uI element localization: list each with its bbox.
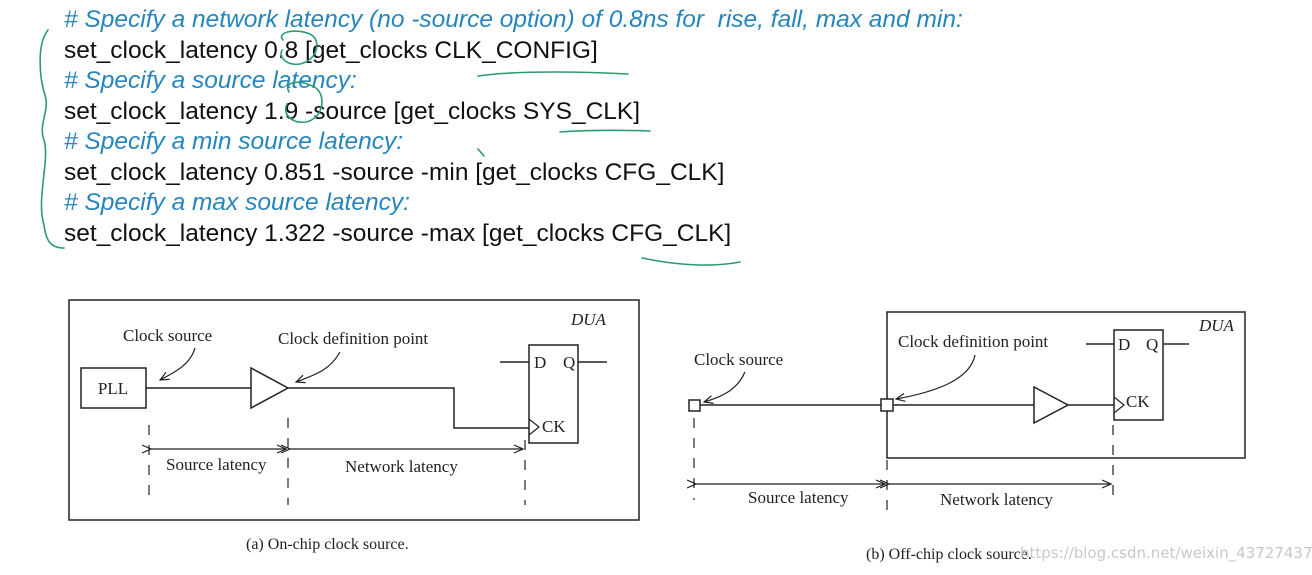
network-latency-label: Network latency bbox=[345, 457, 458, 476]
dua-label: DUA bbox=[1198, 316, 1235, 335]
ff-d-label: D bbox=[1118, 335, 1130, 354]
annotation-circle-1.9 bbox=[285, 81, 323, 124]
code-command-max-source-latency: set_clock_latency 1.322 -source -max [ge… bbox=[64, 220, 732, 247]
clock-source-port bbox=[688, 399, 701, 412]
ff-q-label: Q bbox=[1146, 335, 1158, 354]
code-comment-network-latency: # Specify a network latency (no -source … bbox=[64, 6, 963, 33]
annotation-tick bbox=[477, 148, 485, 157]
clock-buffer bbox=[1033, 385, 1070, 425]
code-comment-min-source-latency: # Specify a min source latency: bbox=[64, 128, 404, 155]
clock-definition-point-label: Clock definition point bbox=[898, 332, 1048, 351]
clock-definition-point-label: Clock definition point bbox=[278, 329, 428, 348]
dua-box bbox=[68, 299, 640, 521]
clock-source-label: Clock source bbox=[123, 326, 212, 345]
code-comment-max-source-latency: # Specify a max source latency: bbox=[64, 189, 410, 216]
code-command-source-latency: set_clock_latency 1.9 -source [get_clock… bbox=[64, 98, 641, 125]
annotation-circle-0.8 bbox=[280, 30, 318, 66]
ff-d-label: D bbox=[534, 353, 546, 372]
code-command-min-source-latency: set_clock_latency 0.851 -source -min [ge… bbox=[64, 159, 725, 186]
clock-source-label: Clock source bbox=[694, 350, 783, 369]
diagram-on-chip: DUA PLL Clock source Clock definition po… bbox=[68, 299, 640, 553]
source-latency-label: Source latency bbox=[748, 488, 849, 507]
ff-ck-label: CK bbox=[1126, 392, 1150, 411]
flip-flop bbox=[1113, 329, 1164, 421]
handwritten-annotations bbox=[39, 29, 741, 266]
clock-buffer bbox=[250, 366, 290, 410]
pll-label: PLL bbox=[98, 379, 128, 398]
source-latency-label: Source latency bbox=[166, 455, 267, 474]
watermark: https://blog.csdn.net/weixin_43727437 bbox=[1020, 544, 1312, 562]
diagram-off-chip: DUA Clock source Clock definition point … bbox=[688, 311, 1246, 563]
clock-definition-port bbox=[880, 398, 894, 412]
annotation-brace bbox=[39, 29, 65, 249]
code-command-network-latency: set_clock_latency 0.8 [get_clocks CLK_CO… bbox=[64, 37, 598, 64]
caption-b: (b) Off-chip clock source. bbox=[866, 546, 1032, 563]
ff-ck-label: CK bbox=[542, 417, 566, 436]
dua-label: DUA bbox=[570, 310, 607, 329]
network-latency-label: Network latency bbox=[940, 490, 1053, 509]
dua-box bbox=[886, 311, 1246, 459]
flip-flop bbox=[528, 344, 579, 444]
caption-a: (a) On-chip clock source. bbox=[246, 536, 409, 553]
code-comment-source-latency: # Specify a source latency: bbox=[64, 67, 357, 94]
annotation-underline-cfg-clk bbox=[641, 257, 741, 266]
annotation-underline-sys-clk bbox=[559, 129, 651, 133]
annotation-underline-clk-config bbox=[477, 71, 629, 77]
ff-q-label: Q bbox=[563, 353, 575, 372]
